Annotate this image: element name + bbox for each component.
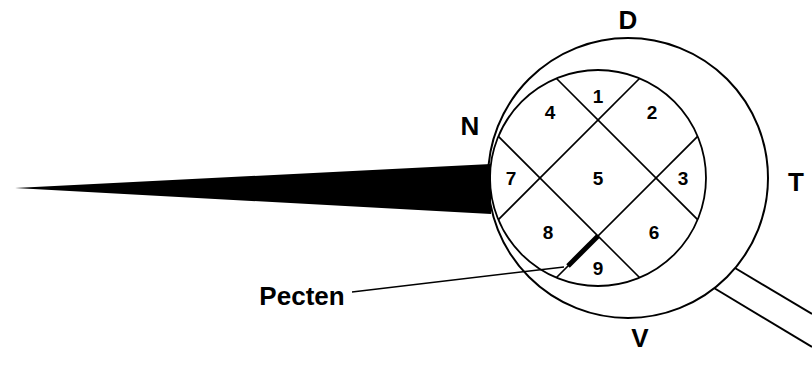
callout-number: 4 [545, 103, 556, 122]
tube-line [714, 288, 812, 347]
grid-line [418, 0, 778, 300]
callout-number: 5 [593, 169, 604, 188]
callout-number: 2 [647, 103, 658, 122]
callout-number: 1 [593, 87, 604, 106]
callout-number: 7 [506, 169, 517, 188]
direction-label: D [619, 7, 638, 33]
callout-number: 8 [543, 223, 554, 242]
grid-line [476, 0, 812, 358]
retina-grid [362, 0, 812, 360]
optic-nerve-wedge [15, 164, 491, 214]
leader-line [352, 267, 564, 292]
callout-number: 9 [593, 259, 604, 278]
outer-eye-circle [488, 38, 768, 318]
direction-label: V [631, 325, 648, 351]
part-label: Pecten [259, 283, 344, 309]
retina-circle [490, 70, 706, 286]
callout-number: 6 [649, 223, 660, 242]
direction-label: T [788, 169, 804, 195]
callout-number: 3 [678, 169, 689, 188]
direction-label: N [461, 113, 480, 139]
grid-line [362, 0, 722, 360]
grid-line [478, 0, 812, 360]
